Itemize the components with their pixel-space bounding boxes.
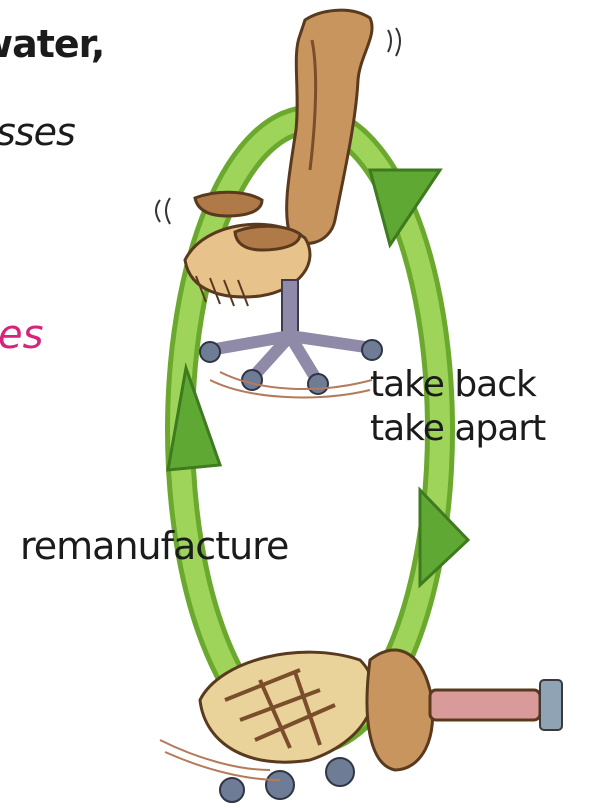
remanufacture-label: remanufacture bbox=[20, 524, 288, 568]
top-text-fragment: water, bbox=[0, 22, 104, 66]
take-apart-label: take apart bbox=[370, 408, 545, 449]
take-back-label: take back bbox=[370, 364, 536, 405]
chair-base bbox=[200, 280, 382, 397]
pink-text-fragment: es bbox=[0, 312, 43, 358]
second-text-fragment: sses bbox=[0, 110, 75, 154]
